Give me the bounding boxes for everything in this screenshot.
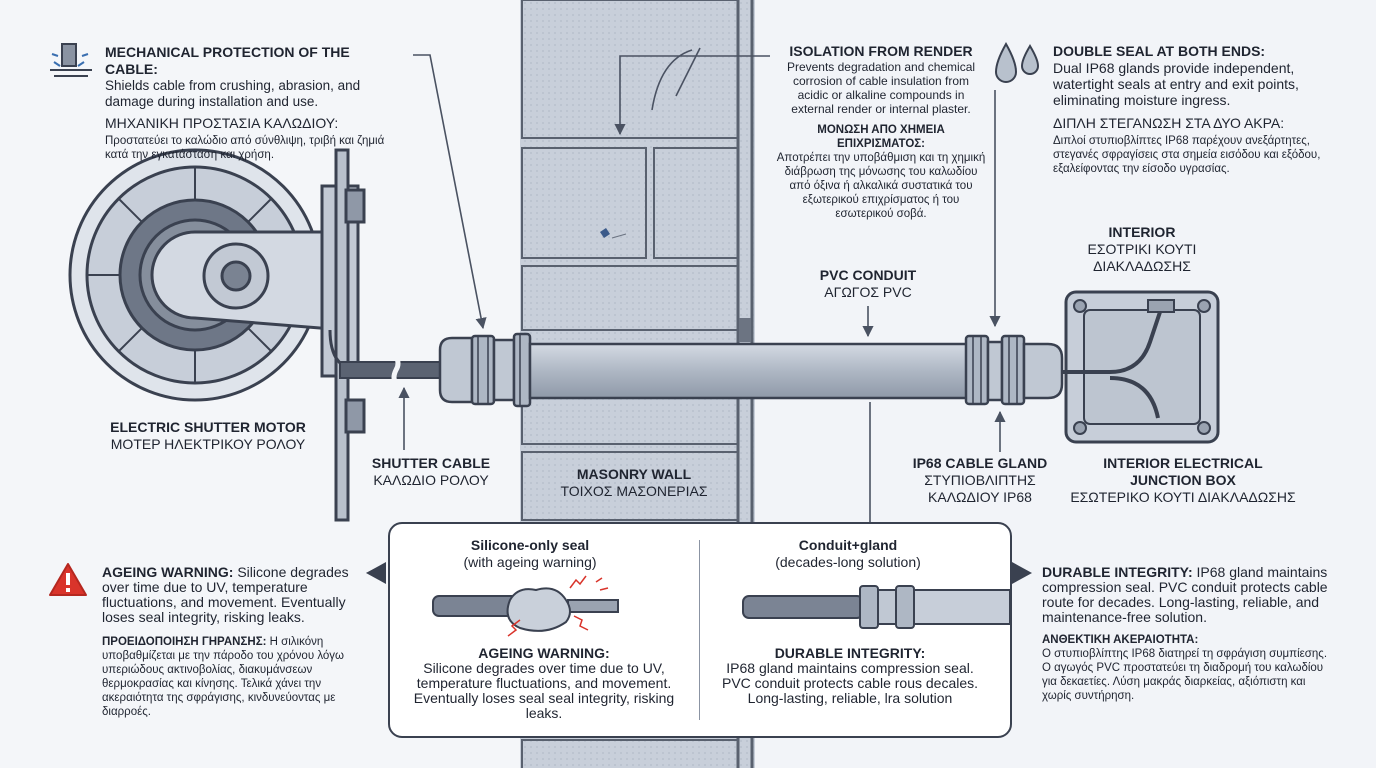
junction-box bbox=[1062, 290, 1220, 444]
panel-divider bbox=[699, 540, 700, 720]
ageing-callout: AGEING WARNING: Silicone degrades over t… bbox=[102, 565, 352, 719]
interior-label: INTERIOR ΕΣΟΤΡΙΚΙ ΚΟΥΤΙ ΔΙΑΚΛΑΔΩΣΗΣ bbox=[1072, 224, 1212, 275]
conduit-heading: Conduit+gland (decades-long solution) bbox=[750, 537, 946, 571]
durable-title: DURABLE INTEGRITY: bbox=[1042, 564, 1193, 580]
gland-label: IP68 CABLE GLAND ΣΤΥΠΙΟΒΛΙΠΤΗΣ ΚΑΛΩΔΙΟΥ … bbox=[900, 455, 1060, 506]
silicone-title: Silicone-only seal bbox=[470, 537, 590, 553]
isolation-text-gr: Αποτρέπει την υποβάθμιση και τη χημική δ… bbox=[776, 152, 986, 220]
durable-callout: DURABLE INTEGRITY: IP68 gland maintains … bbox=[1042, 565, 1332, 703]
conduit-durable: DURABLE INTEGRITY: IP68 gland maintains … bbox=[712, 646, 988, 706]
shutter-motor bbox=[68, 148, 398, 522]
gland-label-gr2: ΚΑΛΩΔΙΟΥ IP68 bbox=[928, 489, 1032, 505]
cable-label: SHUTTER CABLE ΚΑΛΩΔΙΟ ΡΟΛΟΥ bbox=[356, 455, 506, 489]
isolation-text-en: Prevents degradation and chemical corros… bbox=[786, 60, 976, 116]
motor-label-en: ELECTRIC SHUTTER MOTOR bbox=[110, 419, 306, 435]
double-seal-title: DOUBLE SEAL AT BOTH ENDS: bbox=[1053, 43, 1266, 59]
durable-text-en: IP68 gland maintains compression seal. P… bbox=[1042, 564, 1328, 625]
motor-label-gr: ΜΟΤΕΡ ΗΛΕΚΤΡΙΚΟΥ ΡΟΛΟΥ bbox=[110, 436, 306, 452]
mechanical-text-en: Shields cable from crushing, abrasion, a… bbox=[105, 78, 361, 109]
silicone-warning-title: AGEING WARNING: bbox=[478, 645, 610, 661]
conduit-title: Conduit+gland bbox=[798, 537, 898, 553]
mechanical-title-gr: ΜΗΧΑΝΙΚΗ ΠΡΟΣΤΑΣΙΑ ΚΑΛΩΔΙΟΥ: bbox=[105, 115, 339, 131]
double-seal-callout: DOUBLE SEAL AT BOTH ENDS: Dual IP68 glan… bbox=[1053, 43, 1353, 176]
box-label-gr: ΕΣΩΤΕΡΙΚΟ ΚΟΥΤΙ ΔΙΑΚΛΑΔΩΣΗΣ bbox=[1070, 489, 1296, 505]
warning-triangle-icon bbox=[48, 562, 88, 598]
right-cable-gland bbox=[964, 334, 1064, 406]
isolation-callout: ISOLATION FROM RENDER Prevents degradati… bbox=[776, 43, 986, 221]
silicone-warning-text: Silicone degrades over time due to UV, t… bbox=[413, 660, 675, 721]
box-label-en2: JUNCTION BOX bbox=[1130, 472, 1236, 488]
interior-label-en: INTERIOR bbox=[1108, 224, 1176, 240]
mechanical-title: MECHANICAL PROTECTION OF THE CABLE: bbox=[105, 44, 350, 77]
conduit-durable-title: DURABLE INTEGRITY: bbox=[774, 645, 926, 661]
pvc-label-en: PVC CONDUIT bbox=[819, 267, 917, 283]
cable-label-gr: ΚΑΛΩΔΙΟ ΡΟΛΟΥ bbox=[373, 472, 489, 488]
silicone-subtitle: (with ageing warning) bbox=[463, 554, 597, 570]
pvc-conduit-label: PVC CONDUIT ΑΓΩΓΟΣ PVC bbox=[790, 267, 946, 301]
panel-left-pointer bbox=[366, 562, 386, 584]
double-seal-text-en: Dual IP68 glands provide independent, wa… bbox=[1053, 60, 1299, 108]
panel-right-pointer bbox=[1012, 562, 1032, 584]
durable-title-gr: ΑΝΘΕΚΤΙΚΗ ΑΚΕΡΑΙΟΤΗΤΑ: bbox=[1042, 634, 1199, 646]
silicone-warning: AGEING WARNING: Silicone degrades over t… bbox=[410, 646, 678, 721]
ageing-text-en: Silicone degrades over time due to UV, t… bbox=[102, 564, 349, 625]
wall-label: MASONRY WALL ΤΟΙΧΟΣ ΜΑΣΟΝΕΡΙΑΣ bbox=[544, 466, 724, 500]
junction-box-label: INTERIOR ELECTRICAL JUNCTION BOX ΕΣΩΤΕΡΙ… bbox=[1066, 455, 1300, 506]
mechanical-text-gr: Προστατεύει το καλώδιο από σύνθλιψη, τρι… bbox=[105, 135, 385, 161]
conduit-subtitle: (decades-long solution) bbox=[775, 554, 921, 570]
wall-label-gr: ΤΟΙΧΟΣ ΜΑΣΟΝΕΡΙΑΣ bbox=[560, 483, 708, 499]
left-cable-gland bbox=[438, 332, 532, 408]
durable-text-gr: Ο στυπιοβλίπτης IP68 διατηρεί τη σφράγισ… bbox=[1042, 648, 1328, 702]
mechanical-callout: MECHANICAL PROTECTION OF THE CABLE: Shie… bbox=[105, 44, 405, 162]
cable-label-en: SHUTTER CABLE bbox=[371, 455, 491, 471]
box-label-en1: INTERIOR ELECTRICAL bbox=[1103, 455, 1263, 471]
pvc-label-gr: ΑΓΩΓΟΣ PVC bbox=[824, 284, 912, 300]
gland-label-en: IP68 CABLE GLAND bbox=[912, 455, 1048, 471]
interior-label-gr: ΕΣΟΤΡΙΚΙ ΚΟΥΤΙ ΔΙΑΚΛΑΔΩΣΗΣ bbox=[1087, 241, 1197, 274]
double-seal-title-gr: ΔΙΠΛΗ ΣΤΕΓΑΝΩΣΗ ΣΤΑ ΔΥΟ ΑΚΡΑ: bbox=[1053, 115, 1285, 131]
pvc-conduit bbox=[528, 342, 970, 400]
gland-label-gr1: ΣΤΥΠΙΟΒΛΙΠΤΗΣ bbox=[924, 472, 1036, 488]
water-drops-icon bbox=[992, 40, 1044, 86]
ageing-title-gr: ΠΡΟΕΙΔΟΠΟΙΗΣΗ ΓΗΡΑΝΣΗΣ: bbox=[102, 636, 267, 648]
conduit-durable-text: IP68 gland maintains compression seal. P… bbox=[721, 660, 979, 706]
impact-block-icon bbox=[48, 42, 94, 82]
double-seal-text-gr: Διπλοί στυπιοβλίπτες IP68 παρέχουν ανεξά… bbox=[1053, 135, 1321, 175]
conduit-gland-illustration bbox=[742, 585, 1011, 629]
ageing-text-gr: Η σιλικόνη υποβαθμίζεται με την πάροδο τ… bbox=[102, 636, 345, 718]
comparison-panel bbox=[388, 522, 1012, 738]
isolation-title-gr: ΜΟΝΩΣΗ ΑΠΟ ΧΗΜΕΙΑ ΕΠΙΧΡΙΣΜΑΤΟΣ: bbox=[817, 124, 945, 150]
silicone-heading: Silicone-only seal (with ageing warning) bbox=[430, 537, 630, 571]
isolation-title: ISOLATION FROM RENDER bbox=[789, 43, 973, 59]
ageing-title: AGEING WARNING: bbox=[102, 564, 234, 580]
wall-label-en: MASONRY WALL bbox=[576, 466, 692, 482]
motor-label: ELECTRIC SHUTTER MOTOR ΜΟΤΕΡ ΗΛΕΚΤΡΙΚΟΥ … bbox=[100, 419, 316, 453]
silicone-seal-illustration bbox=[432, 575, 619, 637]
